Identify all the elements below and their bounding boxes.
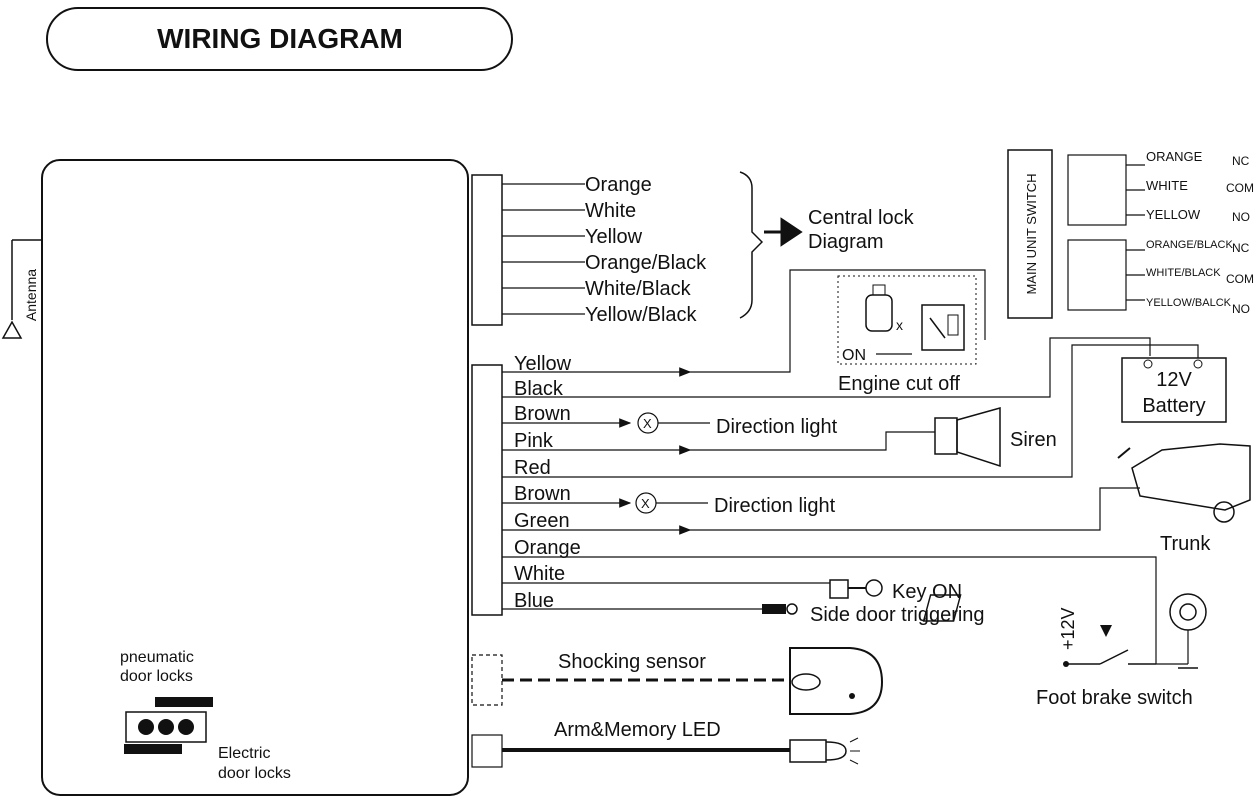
relay-wire-label: YELLOW [1146, 207, 1201, 222]
contact-label: NC [1232, 241, 1250, 255]
central-wire-label: Yellow/Black [585, 304, 698, 326]
plus12v-label: +12V [1058, 607, 1078, 650]
shock-sensor-label: Shocking sensor [558, 651, 706, 673]
main-unit-switch-box [1007, 149, 1053, 319]
foot-brake-switch-icon [922, 594, 1156, 667]
siren-icon [934, 407, 1001, 468]
contact-label: NC [1232, 154, 1250, 168]
central-lock-label: Central lock [808, 207, 915, 229]
main-wire-label: Yellow [514, 353, 572, 375]
pneumatic-connector [155, 697, 213, 707]
led-label: Arm&Memory LED [554, 719, 721, 741]
main-wire-connector [471, 364, 503, 616]
side-door-label: Side door triggering [810, 604, 985, 626]
battery-label: Battery [1142, 395, 1205, 417]
antenna-label: Antenna [23, 269, 39, 321]
svg-text:X: X [643, 416, 652, 431]
engine-cut-off-label: Engine cut off [838, 373, 960, 395]
main-wire-label: White [514, 563, 565, 585]
central-wire-label: Yellow [585, 226, 643, 248]
central-wire-label: White/Black [585, 278, 692, 300]
electric-label: Electric [218, 745, 270, 762]
on-label: ON [842, 347, 866, 364]
relay-wire-label: ORANGE [1146, 149, 1203, 164]
brake-light-icon [1156, 593, 1207, 669]
direction-light-label: Direction light [716, 416, 838, 438]
relay-wire-label: YELLOW/BALCK [1146, 297, 1232, 309]
foot-brake-label: Foot brake switch [1036, 687, 1193, 709]
engine-cut-off-box [837, 275, 977, 365]
contact-label: COM [1226, 181, 1254, 195]
svg-text:X: X [641, 496, 650, 511]
car-trunk-icon [1117, 443, 1251, 523]
main-unit-switch-label: MAIN UNIT SWITCH [1024, 173, 1039, 294]
relay1-box [1067, 154, 1127, 226]
main-wire-label: Pink [514, 430, 554, 452]
main-wire-label: Brown [514, 483, 571, 505]
contact-label: NO [1232, 302, 1250, 316]
key-icon [829, 579, 883, 599]
led-connector [471, 734, 503, 768]
relay-wire-label: WHITE/BLACK [1146, 267, 1221, 279]
central-wire-label: Orange/Black [585, 252, 707, 274]
shock-sensor-connector [471, 654, 503, 706]
direction-light-label: Direction light [714, 495, 836, 517]
battery [1121, 357, 1227, 423]
contact-label: NO [1232, 210, 1250, 224]
contact-label: COM [1226, 272, 1254, 286]
electric-connector [124, 744, 182, 754]
main-wire-label: Blue [514, 590, 554, 612]
main-wire-label: Red [514, 457, 551, 479]
battery-label: 12V [1156, 369, 1192, 391]
main-unit-box [41, 159, 469, 796]
title-frame [46, 7, 513, 71]
diagram-title: WIRING DIAGRAM [157, 23, 403, 54]
led-icon [789, 737, 860, 765]
main-wire-label: Orange [514, 537, 581, 559]
relay-wire-label: ORANGE/BLACK [1146, 239, 1233, 251]
main-wire-label: Black [514, 378, 564, 400]
siren-label: Siren [1010, 429, 1057, 451]
relay-icon: x [865, 284, 965, 351]
main-wire-label: Green [514, 510, 570, 532]
central-wire-label: White [585, 200, 636, 222]
relay2-box [1067, 239, 1127, 311]
svg-text:x: x [896, 317, 903, 333]
trunk-label: Trunk [1160, 533, 1211, 555]
central-lock-label: Diagram [808, 231, 884, 253]
relay-wire-label: WHITE [1146, 178, 1188, 193]
shock-sensor-icon [789, 647, 884, 715]
key-on-label: Key ON [892, 581, 962, 603]
door-lock-connector [125, 711, 207, 743]
pneumatic-label: pneumatic [120, 649, 194, 666]
antenna: Antenna [1, 239, 42, 339]
main-wire-label: Brown [514, 403, 571, 425]
central-lock-brace [739, 171, 764, 319]
arrow-icon [764, 217, 803, 247]
central-wire-label: Orange [585, 174, 652, 196]
pneumatic-label: door locks [120, 668, 193, 685]
antenna-icon [1, 320, 23, 339]
door-switch-icon [762, 603, 798, 615]
central-lock-connector [471, 174, 503, 326]
electric-label: door locks [218, 765, 291, 782]
